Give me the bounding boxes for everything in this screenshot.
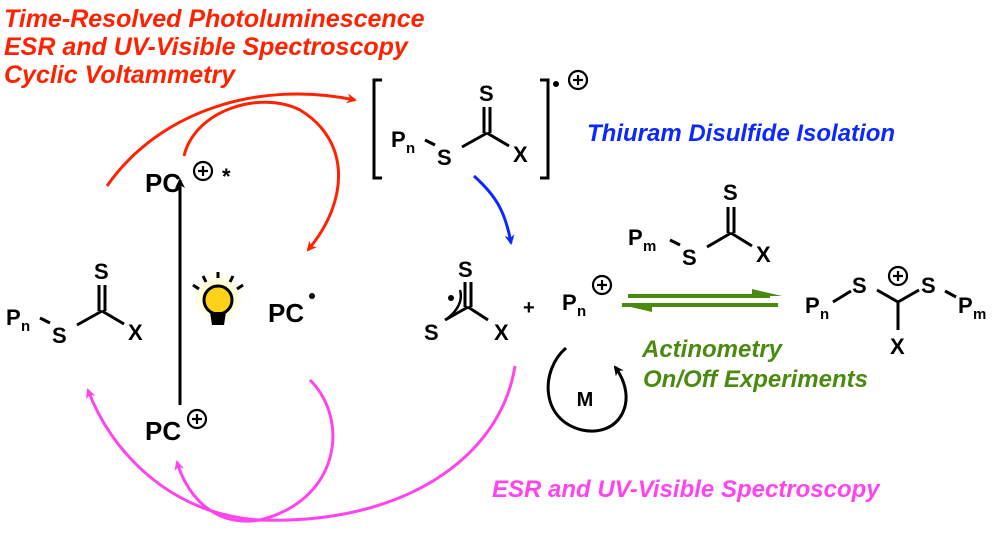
svg-text:m: m	[973, 306, 986, 323]
svg-text:X: X	[890, 334, 905, 359]
left-cta-structure: P n S S X	[6, 259, 143, 348]
label-actinometry: Actinometry	[641, 336, 784, 363]
svg-text:P: P	[6, 305, 21, 330]
label-cyclic-voltammetry: Cyclic Voltammetry	[4, 61, 236, 89]
svg-text:S: S	[437, 145, 452, 170]
svg-text:PC: PC	[145, 416, 181, 446]
svg-text:P: P	[805, 293, 820, 318]
svg-text:X: X	[513, 142, 528, 167]
cta-radical-cation: P n S S X	[372, 69, 589, 180]
polymer-cation-pn: P n	[562, 274, 613, 320]
svg-text:n: n	[820, 306, 829, 323]
label-on-off-experiments: On/Off Experiments	[643, 366, 868, 393]
equilibrium-arrows	[622, 289, 782, 312]
svg-text:*: *	[222, 164, 231, 189]
svg-text:S: S	[94, 259, 109, 284]
label-esr-uv-vis-magenta: ESR and UV-Visible Spectroscopy	[492, 476, 881, 503]
svg-text:n: n	[21, 318, 30, 335]
label-time-resolved-pl: Time-Resolved Photoluminescence	[4, 5, 425, 33]
svg-text:n: n	[577, 303, 586, 320]
svg-text:S: S	[723, 180, 738, 205]
svg-text:S: S	[479, 81, 494, 106]
pm-cta-structure: P m S S X	[628, 180, 771, 270]
propagation-arrow	[546, 346, 628, 433]
magenta-arrow-to-pc-cation	[174, 378, 335, 523]
svg-text:m: m	[643, 238, 656, 255]
svg-text:S: S	[458, 257, 473, 282]
light-bulb-icon	[192, 272, 244, 325]
pc-excited-state: PC *	[145, 160, 231, 198]
red-arrow-to-pc-radical	[182, 100, 340, 252]
svg-text:X: X	[756, 242, 771, 267]
svg-text:X: X	[128, 320, 143, 345]
pc-radical: PC	[268, 293, 315, 328]
svg-text:S: S	[424, 320, 439, 345]
svg-text:X: X	[494, 320, 509, 345]
svg-text:S: S	[852, 273, 867, 298]
svg-text:S: S	[52, 323, 67, 348]
svg-text:+: +	[523, 297, 535, 319]
svg-text:P: P	[628, 225, 643, 250]
label-thiuram-disulfide: Thiuram Disulfide Isolation	[587, 120, 895, 147]
label-esr-uv-vis-red: ESR and UV-Visible Spectroscopy	[4, 33, 409, 61]
magenta-arrow-to-cta	[86, 365, 517, 522]
svg-text:n: n	[406, 140, 415, 157]
svg-text:PC: PC	[268, 298, 304, 328]
svg-text:S: S	[921, 273, 936, 298]
svg-text:P: P	[958, 293, 973, 318]
blue-arrow-fragmentation	[472, 174, 515, 245]
pc-cation: PC	[145, 408, 208, 446]
svg-text:S: S	[682, 245, 697, 270]
dithio-radical-fragment: S S X +	[424, 257, 535, 345]
monomer-label: M	[577, 389, 594, 411]
intermediate-cation: P n S S P m X	[805, 265, 986, 359]
red-arrow-to-radical-cation	[105, 92, 357, 187]
svg-text:P: P	[391, 127, 406, 152]
svg-text:P: P	[562, 290, 577, 315]
svg-text:PC: PC	[145, 168, 181, 198]
